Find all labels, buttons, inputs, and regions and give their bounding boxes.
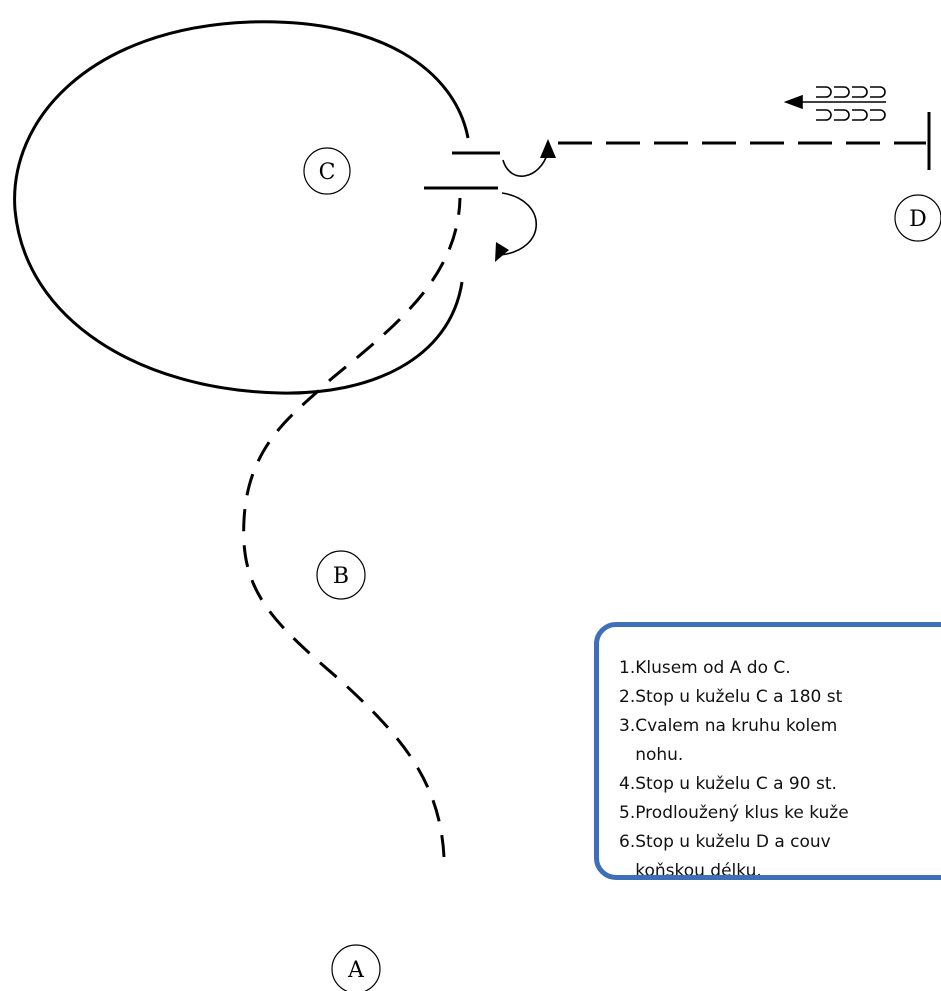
point-a-circle — [331, 944, 381, 991]
point-b-circle — [316, 550, 366, 600]
instructions-list: 1.Klusem od A do C. 2.Stop u kuželu C a … — [619, 654, 941, 880]
turn-90-arrowhead — [540, 139, 556, 158]
instruction-item: 1.Klusem od A do C. — [619, 658, 791, 678]
point-a: A — [331, 944, 381, 991]
turn-180-arrow — [499, 192, 537, 256]
point-b: B — [316, 550, 366, 600]
trot-path-a-to-c — [242, 197, 462, 858]
point-a-label: A — [347, 958, 365, 983]
point-d-circle — [894, 194, 941, 242]
point-c-circle — [303, 147, 351, 195]
point-c: C — [303, 147, 351, 195]
circle-path — [13, 20, 470, 395]
instruction-item: 5.Prodloužený klus ke kuže — [619, 803, 849, 823]
instruction-item: koňskou délku. — [619, 861, 762, 880]
instruction-item: 4.Stop u kuželu C a 90 st. — [619, 774, 837, 794]
point-d: D — [894, 194, 941, 242]
point-b-label: B — [333, 564, 349, 589]
point-c-label: C — [319, 160, 336, 185]
point-d-label: D — [909, 207, 927, 232]
backing-up-hoof-marks-icon — [783, 86, 886, 121]
instruction-item: nohu. — [619, 745, 684, 765]
instructions-box: 1.Klusem od A do C. 2.Stop u kuželu C a … — [594, 622, 941, 880]
instruction-item: 2.Stop u kuželu C a 180 st — [619, 687, 843, 707]
instruction-item: 6.Stop u kuželu D a couv — [619, 832, 831, 852]
turn-90-arrow — [502, 151, 549, 177]
turn-180-arrowhead — [495, 242, 509, 262]
instruction-item: 3.Cvalem na kruhu kolem — [619, 716, 838, 736]
